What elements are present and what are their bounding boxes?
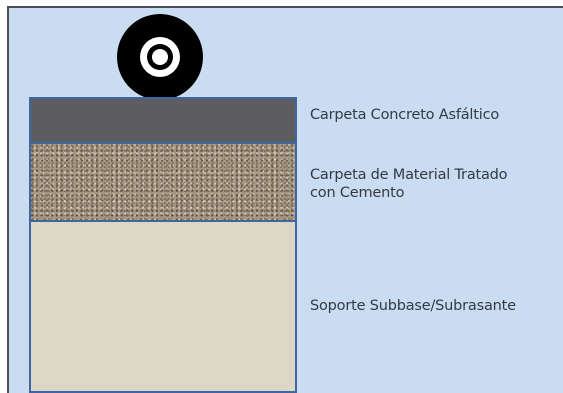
asphalt-layer-label: Carpeta Concreto Asfáltico bbox=[310, 106, 499, 124]
treated-layer-label: Carpeta de Material Tratado con Cemento bbox=[310, 166, 508, 202]
subbase-subgrade-layer bbox=[31, 222, 295, 391]
wheel-icon bbox=[117, 14, 203, 100]
diagram-frame: Carpeta Concreto Asfáltico Carpeta de Ma… bbox=[7, 6, 563, 393]
treated-layer-label-line2: con Cemento bbox=[310, 185, 405, 201]
asphalt-layer-label-text: Carpeta Concreto Asfáltico bbox=[310, 107, 500, 123]
subbase-layer-label: Soporte Subbase/Subrasante bbox=[310, 297, 516, 315]
cement-treated-layer bbox=[31, 144, 295, 222]
asphalt-concrete-layer bbox=[31, 99, 295, 144]
treated-layer-label-line1: Carpeta de Material Tratado bbox=[310, 167, 508, 183]
pavement-layer-stack bbox=[29, 97, 297, 393]
subbase-layer-label-text: Soporte Subbase/Subrasante bbox=[310, 298, 516, 314]
